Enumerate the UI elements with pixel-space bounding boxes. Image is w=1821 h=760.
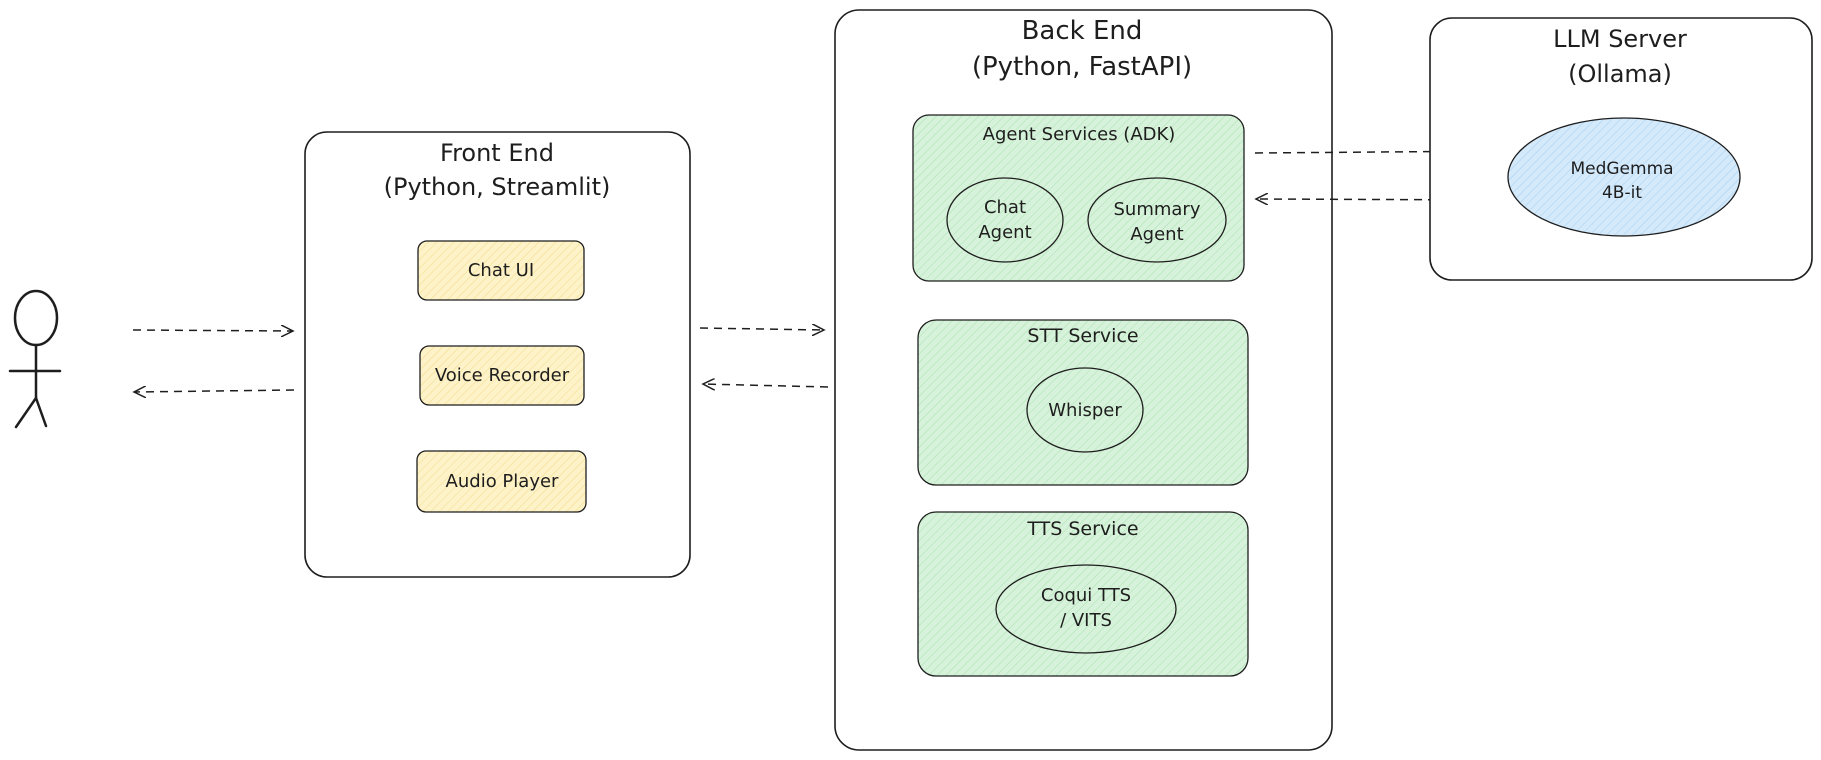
arrow-backend-to-frontend — [703, 384, 829, 387]
chat-agent-node — [946, 177, 1064, 263]
chat-ui-box — [417, 240, 585, 301]
chat-agent-label-line1: Chat — [984, 197, 1026, 218]
summary-agent-label-line2: Agent — [1130, 224, 1183, 245]
llm-server-title-line2: (Ollama) — [1568, 60, 1672, 88]
tts-service-box: TTS Service Coqui TTS / VITS — [917, 511, 1249, 677]
stt-service-box: STT Service Whisper — [917, 319, 1249, 486]
coqui-tts-node — [995, 564, 1177, 654]
whisper-node — [1026, 367, 1144, 453]
arrow-frontend-to-backend — [699, 328, 824, 330]
medgemma-model-node — [1507, 117, 1741, 237]
voice-recorder-box — [419, 345, 585, 406]
medgemma-label-line2: 4B-it — [1602, 183, 1642, 203]
whisper-label: Whisper — [1048, 400, 1122, 421]
backend-title-line1: Back End — [1022, 16, 1143, 46]
coqui-tts-label-line1: Coqui TTS — [1041, 585, 1131, 606]
agent-services-box: Agent Services (ADK) Chat Agent Summary … — [912, 114, 1245, 282]
summary-agent-node — [1087, 177, 1227, 263]
frontend-container: Front End (Python, Streamlit) Chat UI Vo… — [304, 131, 691, 578]
frontend-title-line2: (Python, Streamlit) — [384, 173, 611, 201]
summary-agent-label-line1: Summary — [1114, 199, 1201, 220]
backend-container: Back End (Python, FastAPI) Agent Service… — [834, 9, 1333, 751]
backend-title-line2: (Python, FastAPI) — [972, 52, 1192, 82]
audio-player-box — [416, 450, 587, 513]
agent-services-title: Agent Services (ADK) — [983, 124, 1176, 145]
coqui-tts-label-line2: / VITS — [1060, 610, 1112, 631]
tts-service-title: TTS Service — [1026, 518, 1138, 540]
chat-agent-label-line2: Agent — [978, 222, 1031, 243]
llm-server-title-line1: LLM Server — [1553, 25, 1687, 53]
llm-server-container: LLM Server (Ollama) MedGemma 4B-it — [1429, 17, 1813, 281]
arrow-frontend-to-user — [134, 390, 295, 392]
arrow-user-to-frontend — [132, 330, 293, 331]
medgemma-label-line1: MedGemma — [1570, 159, 1673, 179]
frontend-title-line1: Front End — [440, 139, 554, 167]
voice-recorder-label: Voice Recorder — [435, 365, 570, 386]
user-stick-figure-icon — [8, 289, 62, 429]
audio-player-label: Audio Player — [446, 471, 559, 492]
stt-service-title: STT Service — [1027, 325, 1138, 347]
chat-ui-label: Chat UI — [468, 260, 534, 281]
